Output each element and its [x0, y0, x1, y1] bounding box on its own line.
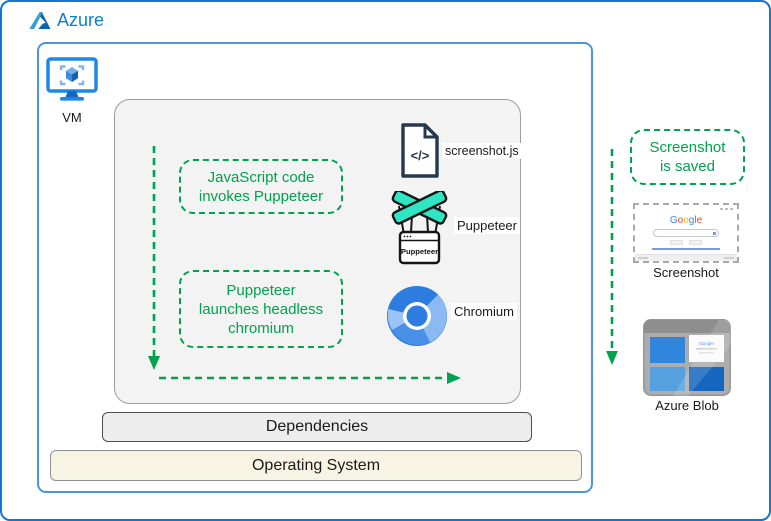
- chromium-icon: [387, 286, 447, 346]
- search-bar-icon: [653, 229, 719, 237]
- search-buttons-icon: [635, 240, 737, 245]
- vm: VM: [44, 57, 100, 125]
- screenshot-caption: Screenshot: [653, 265, 719, 280]
- puppeteer-label: Puppeteer: [454, 217, 520, 234]
- blob-mini-logo: Google: [699, 341, 714, 346]
- thumbnail-footer: [635, 254, 737, 261]
- brand-name: Azure: [57, 10, 105, 30]
- saved-note: Screenshot is saved: [630, 129, 745, 185]
- azure-logo-icon: [29, 12, 51, 29]
- operating-system-layer: Operating System: [50, 450, 582, 481]
- flow-arrow-horizontal: [159, 372, 461, 384]
- flow-step-invoke: JavaScript code invokes Puppeteer: [179, 159, 343, 214]
- screenshot-thumbnail: Google: [633, 203, 739, 263]
- puppeteer-icon-text: Puppeteer: [401, 247, 438, 256]
- flow-arrow-vertical: [148, 146, 160, 370]
- link-line-icon: [652, 247, 720, 250]
- save-flow-arrow: [606, 149, 618, 365]
- flow-step-launch: Puppeteer launches headless chromium: [179, 270, 343, 348]
- browser-controls-icon: [720, 208, 733, 210]
- file-label: screenshot.js: [442, 143, 522, 159]
- azure-blob-caption: Azure Blob: [655, 398, 719, 413]
- azure-brand: Azure: [29, 10, 104, 31]
- azure-blob-icon: Google: [643, 319, 731, 396]
- vm-label: VM: [62, 110, 82, 125]
- code-glyph: </>: [411, 148, 430, 163]
- chromium-label: Chromium: [451, 303, 517, 320]
- runtime-container: JavaScript code invokes Puppeteer Puppet…: [114, 99, 522, 404]
- dependencies-layer: Dependencies: [102, 412, 532, 442]
- google-logo: Google: [669, 215, 703, 226]
- vm-icon: [46, 57, 98, 101]
- code-file-icon: </>: [401, 123, 439, 178]
- azure-boundary-box: [37, 42, 593, 493]
- puppeteer-icon: Puppeteer: [391, 191, 448, 265]
